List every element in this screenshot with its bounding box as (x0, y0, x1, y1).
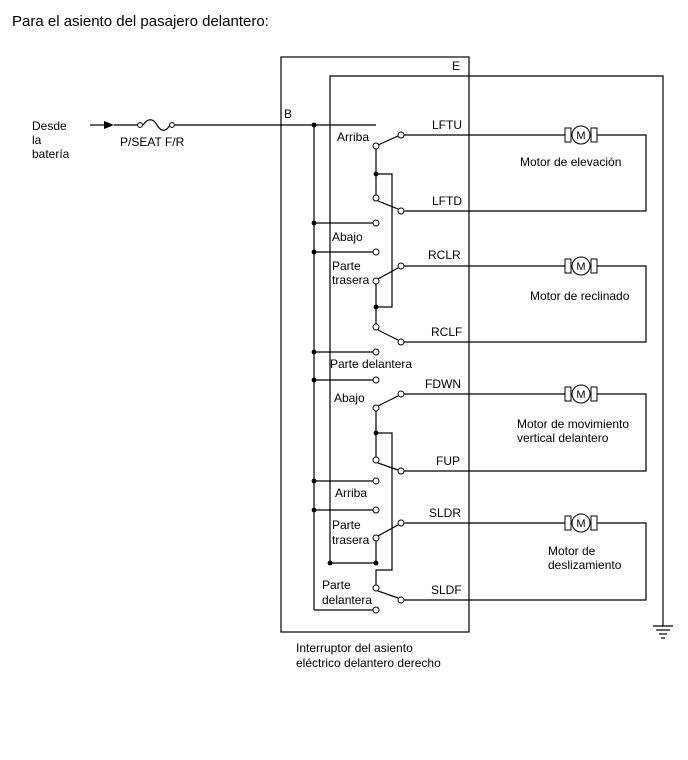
motor-icon (571, 384, 591, 404)
supply-wire: P/SEAT F/R (90, 119, 376, 149)
motor-symbol: M (576, 130, 585, 142)
arrow-icon (104, 121, 114, 129)
motor-slide: M Motor de deslizamiento (548, 513, 622, 572)
source-label-line-1: Desde (32, 119, 67, 133)
connector-e-label: E (452, 59, 460, 73)
vertical-switch: Abajo Arriba (334, 376, 405, 500)
fuse-terminal-right (169, 122, 175, 128)
source-label-line-2: la (32, 133, 42, 147)
motor-recline: M Motor de reclinado (530, 256, 630, 303)
fuse-label: P/SEAT F/R (120, 135, 185, 149)
motor-symbol: M (576, 261, 585, 273)
motor-icon (571, 513, 591, 533)
battery-source-label: Desde la batería (32, 119, 70, 161)
slide-switch: Parte trasera Parte delantera (322, 506, 405, 614)
switch-caption-line-2: eléctrico delantero derecho (296, 656, 441, 670)
fuse-terminal-left (137, 122, 143, 128)
lifter-switch: Arriba Abajo (332, 130, 405, 244)
motor-vertical-label-2: vertical delantero (517, 431, 609, 445)
motor-vertical-label-1: Motor de movimiento (517, 417, 629, 431)
lifter-up-label: Arriba (337, 130, 369, 144)
lifter-down-label: Abajo (332, 230, 363, 244)
slide-rear-label-2: trasera (332, 533, 370, 547)
terminal-labels: LFTU LFTD RCLR RCLF FDWN FUP SLDR SLDF (425, 118, 462, 597)
slide-rear-label-1: Parte (332, 518, 361, 532)
terminal-fdwn: FDWN (425, 377, 461, 391)
motor-symbol: M (576, 389, 585, 401)
terminal-sldr: SLDR (429, 506, 461, 520)
motor-symbol: M (576, 518, 585, 530)
terminal-rclr: RCLR (428, 248, 461, 262)
terminal-rclf: RCLF (431, 325, 462, 339)
recline-rear-label-1: Parte (332, 259, 361, 273)
terminal-lftd: LFTD (432, 194, 462, 208)
recline-rear-label-2: trasera (332, 273, 370, 287)
output-wires (404, 134, 647, 601)
motor-lifter-label: Motor de elevación (520, 155, 621, 169)
motor-vertical: M Motor de movimiento vertical delantero (517, 384, 629, 445)
slide-front-label-1: Parte (322, 578, 351, 592)
motor-slide-label-2: deslizamiento (548, 558, 622, 572)
switch-commons (373, 146, 379, 566)
recline-switch: Parte trasera Parte delantera (330, 248, 412, 371)
motor-icon (571, 125, 591, 145)
diagram-heading: Para el asiento del pasajero delantero: (12, 13, 269, 30)
motor-slide-label-1: Motor de (548, 544, 596, 558)
switch-box (280, 56, 470, 633)
fuse-icon (142, 119, 171, 131)
slide-front-label-2: delantera (322, 593, 372, 607)
terminal-lftu: LFTU (432, 118, 462, 132)
vertical-up-label: Arriba (335, 486, 367, 500)
source-label-line-3: batería (32, 147, 70, 161)
terminal-fup: FUP (436, 454, 460, 468)
switch-caption-line-1: Interruptor del asiento (296, 641, 413, 655)
motor-icon (571, 256, 591, 276)
recline-front-label: Parte delantera (330, 357, 412, 371)
terminal-sldf: SLDF (431, 583, 462, 597)
battery-rail (311, 122, 376, 611)
connector-b-label: B (284, 107, 292, 121)
vertical-down-label: Abajo (334, 391, 365, 405)
motor-lifter: M Motor de elevación (520, 125, 621, 169)
motor-recline-label: Motor de reclinado (530, 289, 630, 303)
ground-rail (327, 75, 673, 639)
